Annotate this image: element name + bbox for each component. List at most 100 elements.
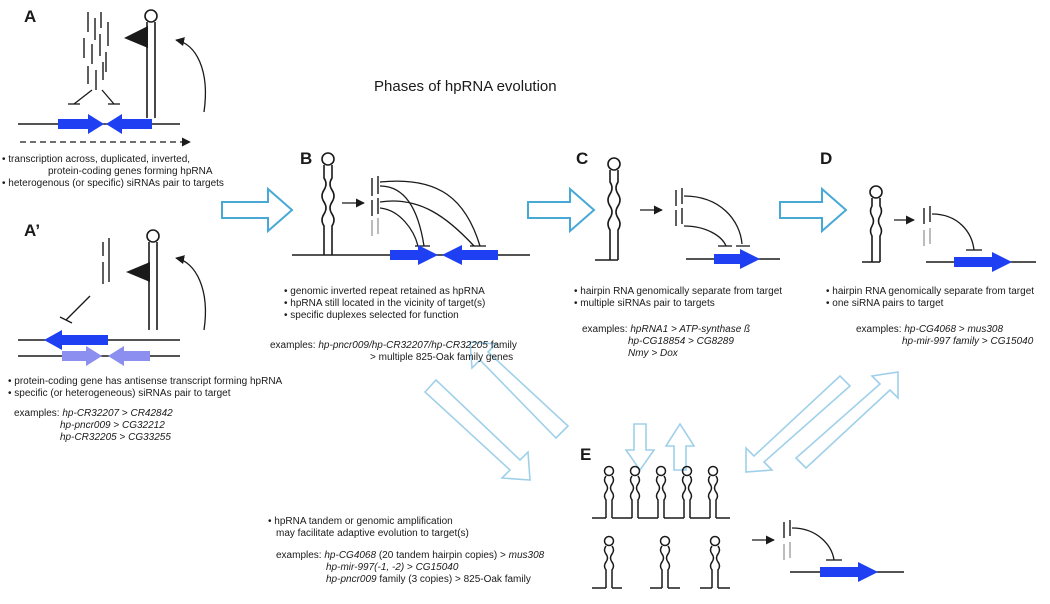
dicer-arrowhead-icon <box>126 262 150 282</box>
example-sep: > <box>119 408 131 419</box>
panel-b-bullet-1: • genomic inverted repeat retained as hp… <box>284 286 485 297</box>
example-name: hp-CR32205 <box>60 432 117 443</box>
panel-b-graphic <box>292 152 530 265</box>
arrow-e-to-d <box>794 371 899 470</box>
dicer-arrowhead-icon <box>124 26 148 48</box>
arrow-e-to-c <box>664 422 696 471</box>
panel-a-bullet-1-cont: protein-coding genes forming hpRNA <box>48 166 213 177</box>
panel-e-graphic <box>592 465 730 589</box>
phase-arrow-to-c <box>527 186 596 234</box>
example-target: CG32212 <box>122 420 165 431</box>
panel-e-bullet-1-cont: may facilitate adaptive evolution to tar… <box>276 528 469 539</box>
example-sep: > <box>979 336 991 347</box>
example-name: hp-CG4068 <box>324 550 377 561</box>
gene-arrow-right-icon <box>714 249 760 269</box>
gene-arrow-right-icon <box>954 252 1012 272</box>
example-sep: > <box>116 432 129 443</box>
panel-d-graphic <box>862 185 1036 272</box>
panel-d-example-2: hp-mir-997 family > CG15040 <box>902 336 1033 348</box>
example-rest: family (3 copies) > 825-Oak family <box>376 574 531 585</box>
example-target: ATP-synthase ß <box>679 324 751 335</box>
panel-c-letter: C <box>576 149 589 168</box>
panel-e-example-2: hp-mir-997(-1, -2) > CG15040 <box>326 562 458 574</box>
panel-c-example-2: hp-CG18854 > CG8289 <box>628 336 734 348</box>
panel-a-prime-bullet-1: • protein-coding gene has antisense tran… <box>8 376 283 387</box>
panel-b-example-target: > multiple 825-Oak family genes <box>370 352 514 363</box>
examples-label: examples: <box>276 550 322 561</box>
panel-a-prime-letter: A’ <box>24 221 41 240</box>
diagram-title: Phases of hpRNA evolution <box>374 78 557 95</box>
panel-a-prime-examples: examples: hp-CR32207 > CR42842 <box>14 408 173 420</box>
example-target: CG15040 <box>990 336 1034 347</box>
panel-d-examples: examples: hp-CG4068 > mus308 <box>856 324 1003 336</box>
example-target: Dox <box>659 348 678 359</box>
example-target: mus308 <box>967 324 1004 335</box>
panel-a-bullet-1: • transcription across, duplicated, inve… <box>2 154 191 165</box>
example-name: hp-CG4068 <box>904 324 957 335</box>
panel-a-prime-graphic <box>18 229 206 366</box>
heterogeneous-sirna-cluster <box>83 12 109 90</box>
example-name: hp-mir-997 family <box>902 336 980 347</box>
example-suffix: family <box>487 340 517 351</box>
panel-a-prime-example-2: hp-pncr009 > CG32212 <box>60 420 165 432</box>
phase-arrows <box>221 186 848 234</box>
panel-a-graphic <box>18 9 206 147</box>
panel-e-target-graphic <box>752 520 904 582</box>
arrow-b-to-e <box>423 378 531 481</box>
panel-c-graphic <box>595 157 780 269</box>
gene-arrow-left-icon <box>106 114 152 134</box>
example-mid: (20 tandem hairpin copies) > <box>376 550 509 561</box>
example-name: hp-mir-997(-1, -2) <box>326 562 405 573</box>
examples-label: examples: <box>270 340 316 351</box>
phase-arrow-to-d <box>779 186 848 234</box>
example-target: CR42842 <box>130 408 173 419</box>
example-name: hp-pncr009/hp-CR32207/hp-CR32205 <box>318 340 488 351</box>
panel-c-example-3: Nmy > Dox <box>628 348 678 360</box>
tandem-hairpin-row-bottom <box>592 535 730 589</box>
gene-arrow-left-icon <box>44 330 108 350</box>
tandem-hairpin-row-top <box>592 465 730 519</box>
example-target: CG8289 <box>696 336 734 347</box>
panel-e-bullet-1: • hpRNA tandem or genomic amplification <box>268 516 453 527</box>
panel-c-examples: examples: hpRNA1 > ATP-synthase ß <box>582 324 750 336</box>
example-sep: > <box>110 420 122 431</box>
example-name: hp-pncr009 <box>326 574 377 585</box>
example-name: hpRNA1 <box>630 324 669 335</box>
example-name: Nmy <box>628 348 649 359</box>
arrow-d-to-e <box>745 374 852 473</box>
panel-b-bullet-3: • specific duplexes selected for functio… <box>284 310 459 321</box>
panel-d-letter: D <box>820 149 833 168</box>
example-target: mus308 <box>508 550 545 561</box>
bidirectional-arrows <box>423 341 899 481</box>
example-sep: > <box>404 562 416 573</box>
example-sep: > <box>956 324 968 335</box>
panel-c-bullet-1: • hairpin RNA genomically separate from … <box>574 286 783 297</box>
panel-a-prime-bullet-2: • specific (or heterogeneous) siRNAs pai… <box>8 388 231 399</box>
panel-b-letter: B <box>300 149 313 168</box>
gene-arrow-right-icon <box>820 562 878 582</box>
panel-e-example-3: hp-pncr009 family (3 copies) > 825-Oak f… <box>326 574 531 586</box>
gene-arrow-right-icon <box>58 114 104 134</box>
example-sep: > <box>668 324 680 335</box>
panel-b-bullet-2: • hpRNA still located in the vicinity of… <box>284 298 486 309</box>
example-target: CG15040 <box>415 562 459 573</box>
panel-d-bullet-1: • hairpin RNA genomically separate from … <box>826 286 1035 297</box>
example-sep: > <box>685 336 697 347</box>
examples-label: examples: <box>856 324 902 335</box>
panel-a-letter: A <box>24 7 37 26</box>
panel-b-examples: examples: hp-pncr009/hp-CR32207/hp-CR322… <box>270 340 517 352</box>
gene-arrow-left-icon <box>442 245 498 265</box>
panel-d-bullet-2: • one siRNA pairs to target <box>826 298 944 309</box>
arrow-c-to-e <box>624 423 656 472</box>
panel-e-letter: E <box>580 445 592 464</box>
panel-c-bullet-2: • multiple siRNAs pair to targets <box>574 298 715 309</box>
gene-arrow-right-icon <box>390 245 438 265</box>
examples-label: examples: <box>14 408 60 419</box>
example-name: hp-pncr009 <box>60 420 111 431</box>
example-target: CG33255 <box>128 432 171 443</box>
antisense-arrow-left-icon <box>108 346 150 366</box>
example-name: hp-CG18854 <box>628 336 686 347</box>
example-name: hp-CR32207 <box>62 408 120 419</box>
antisense-arrow-right-icon <box>62 346 102 366</box>
phase-arrow-to-b <box>221 186 294 234</box>
